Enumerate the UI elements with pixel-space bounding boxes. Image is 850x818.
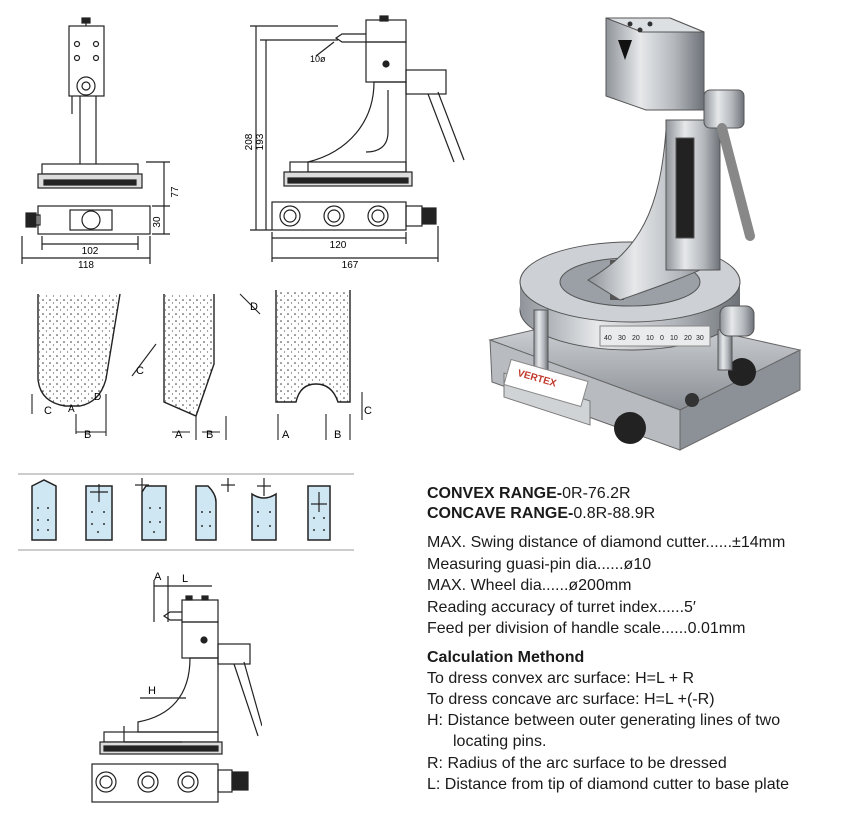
product-photo: 40 30 20 10 0 10 20 30 VERTEX — [488, 17, 802, 451]
calculation-title: Calculation Methond — [427, 648, 585, 666]
convex-range-value: 0R-76.2R — [562, 485, 631, 502]
scale-label-4: 0 — [660, 335, 664, 342]
profile-label-d1: D — [94, 392, 101, 403]
convex-range-label: CONVEX RANGE- — [427, 485, 563, 502]
dim-208: 208 — [244, 133, 255, 150]
scale-label-3: 10 — [646, 335, 654, 342]
concave-range-value: 0.8R-88.9R — [573, 505, 656, 522]
profile-label-c2: C — [136, 365, 144, 377]
scale-label-7: 30 — [696, 335, 704, 342]
dim-77: 77 — [170, 186, 181, 198]
profile-label-c1: C — [44, 405, 52, 417]
profile-label-b3: B — [334, 429, 341, 441]
dim-193: 193 — [255, 133, 266, 150]
calc-convex: To dress convex arc surface: H=L + R — [427, 669, 695, 687]
concave-range: CONCAVE RANGE-0.8R-88.9R — [427, 504, 837, 524]
dim-30: 30 — [152, 216, 163, 228]
profile-label-b2: B — [206, 429, 213, 441]
profile-label-a1: A — [68, 404, 75, 415]
dim-118: 118 — [78, 260, 94, 270]
scale-label-0: 40 — [604, 335, 612, 342]
front-view-drawing: 102 118 30 77 — [21, 17, 181, 270]
profile-label-a3: A — [282, 429, 290, 441]
profile-label-d2: D — [250, 301, 258, 313]
lower-label-l: L — [182, 573, 188, 585]
calc-h-definition: H: Distance between outer generating lin… — [427, 712, 781, 730]
scale-label-2: 20 — [632, 335, 640, 342]
scale-label-5: 10 — [670, 335, 678, 342]
profile-label-a2: A — [175, 429, 183, 441]
side-view-drawing: 208 193 10ø 120 167 — [244, 15, 465, 268]
lower-label-h: H — [148, 685, 156, 697]
spec-wheel-diameter: MAX. Wheel dia......ø200mm — [427, 577, 632, 594]
spec-reading-accuracy: Reading accuracy of turret index......5′ — [427, 598, 696, 616]
lower-view-drawing: A L H — [91, 571, 262, 803]
lower-label-a: A — [154, 571, 162, 583]
spec-feed-per-division: Feed per division of handle scale......0… — [427, 620, 746, 637]
wheel-shape-strip — [18, 473, 354, 551]
concave-range-label: CONCAVE RANGE- — [427, 505, 574, 522]
spec-swing-distance: MAX. Swing distance of diamond cutter...… — [427, 534, 786, 551]
dim-120: 120 — [330, 240, 347, 251]
spec-block: CONVEX RANGE-0R-76.2R CONCAVE RANGE-0.8R… — [427, 484, 837, 795]
calc-concave: To dress concave arc surface: H=L +(-R) — [427, 690, 715, 708]
profile-label-c3: C — [364, 405, 372, 417]
calc-l-definition: L: Distance from tip of diamond cutter t… — [427, 775, 789, 793]
dim-10-dia: 10ø — [310, 54, 326, 64]
spec-pin-diameter: Measuring guasi-pin dia......ø10 — [427, 555, 652, 573]
profile-diagrams: C A D B A B C D A B C — [31, 290, 372, 441]
profile-label-b1: B — [84, 429, 91, 441]
calc-r-definition: R: Radius of the arc surface to be dress… — [427, 754, 727, 772]
dim-167: 167 — [342, 260, 359, 268]
convex-range: CONVEX RANGE-0R-76.2R — [427, 484, 837, 504]
scale-label-1: 30 — [618, 335, 626, 342]
scale-label-6: 20 — [684, 335, 692, 342]
calc-h-definition-cont: locating pins. — [453, 733, 547, 751]
dim-102: 102 — [82, 246, 99, 257]
